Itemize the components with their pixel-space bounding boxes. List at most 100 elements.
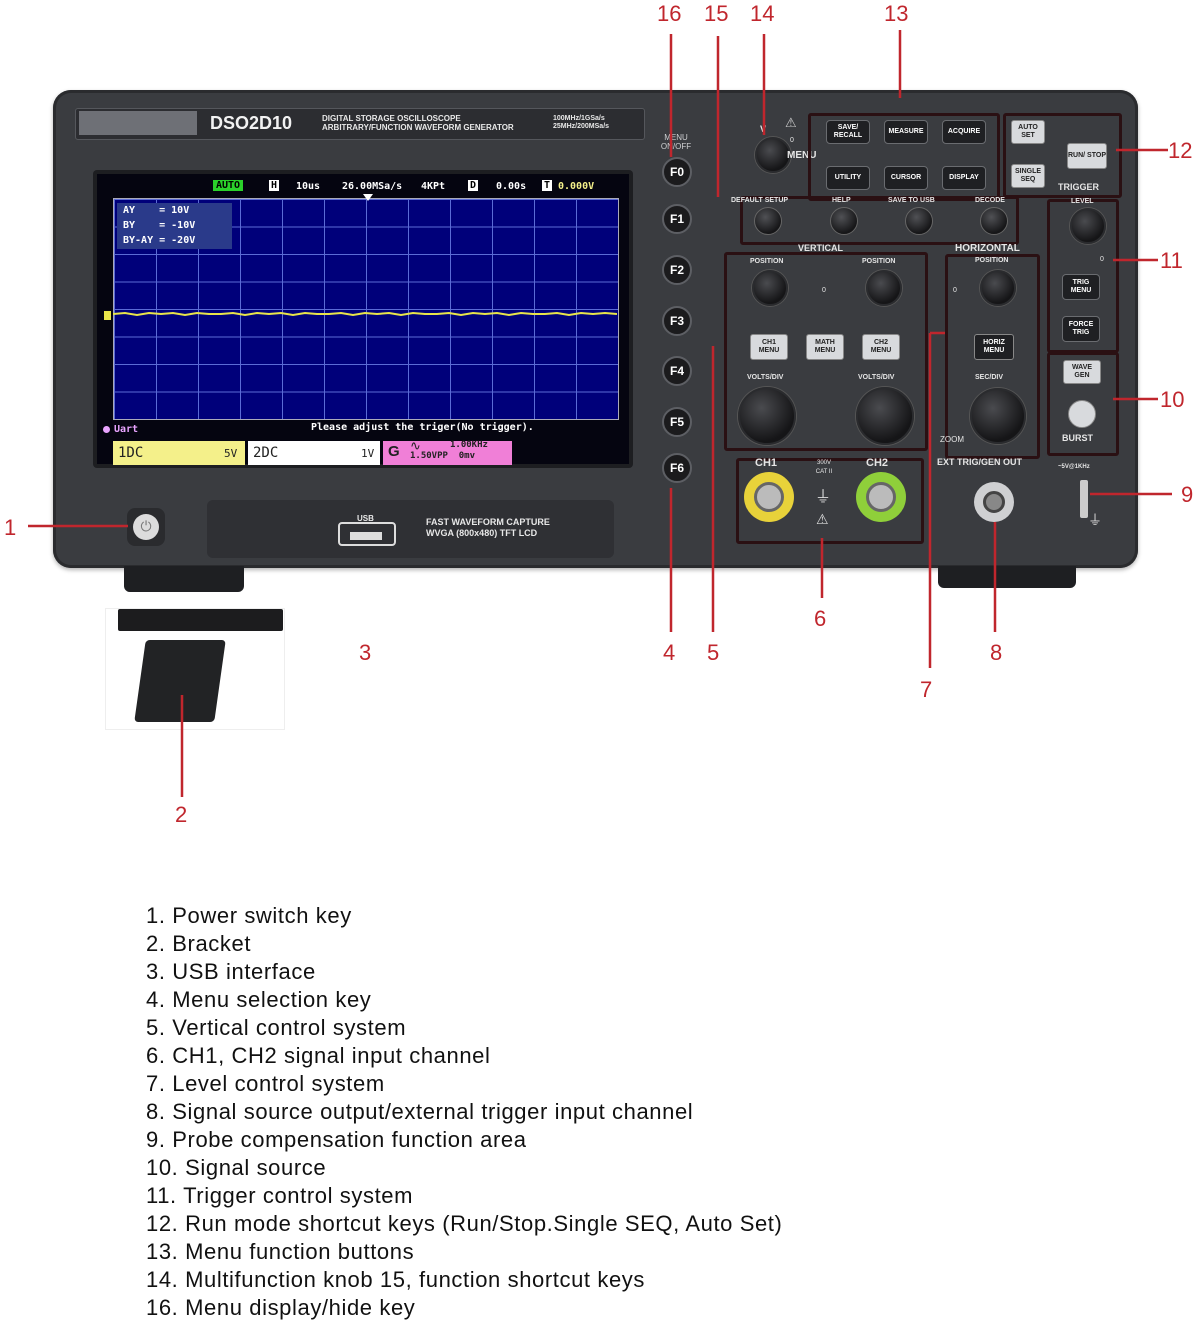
math-menu-button[interactable]: MATH MENU [806,334,844,360]
utility-button[interactable]: UTILITY [826,166,870,190]
level-label: LEVEL [1071,198,1094,205]
callout-4: 4 [663,640,676,665]
run-mode-keys-group [1003,113,1122,198]
decode-button[interactable] [980,207,1008,235]
f6-button[interactable]: F6 [662,453,692,483]
bracket-top [118,609,283,631]
legend-item: 7. Level control system [146,1071,385,1096]
default-setup-label: DEFAULT SETUP [731,197,789,204]
f5-button[interactable]: F5 [662,407,692,437]
t-marker: T [542,180,553,191]
help-label: HELP [832,197,851,204]
legend-item: 12. Run mode shortcut keys (Run/Stop.Sin… [146,1211,783,1236]
status-message: Please adjust the triger(No trigger). [311,422,534,433]
callout-14: 14 [750,1,775,26]
ext-trig-bnc-inner [983,491,1005,513]
ch2-position-knob[interactable] [866,270,902,306]
d-marker: D [468,180,479,191]
usb-port[interactable] [338,522,396,546]
ch2-volts-div-knob[interactable] [856,387,914,445]
mode-badge: AUTO [213,180,244,191]
logo-placeholder [79,111,197,135]
power-button[interactable]: ⏻ [127,508,165,546]
acquire-button[interactable]: ACQUIRE [942,120,986,144]
horiz-menu-button[interactable]: HORIZ MENU [974,334,1014,360]
trigger-control-group [1047,199,1119,353]
f1-button[interactable]: F1 [662,204,692,234]
trigger-level: 0.000V [558,181,595,192]
zoom-label: ZOOM [940,435,964,444]
run-stop-button[interactable]: RUN/ STOP [1067,143,1107,169]
ch2-status-label: 2DC [253,445,279,461]
ch1-position-knob[interactable] [752,270,788,306]
callout-13: 13 [884,1,909,26]
callout-5: 5 [707,640,720,665]
sec-div-knob[interactable] [970,388,1026,444]
cursor-readout-box [117,203,232,249]
generator-status-box [383,441,512,465]
ch2-bnc-input[interactable] [856,472,906,522]
ch2-menu-button[interactable]: CH2 MENU [862,334,900,360]
save-usb-button[interactable] [905,207,933,235]
ch1-bnc-inner [754,482,784,512]
f3-button[interactable]: F3 [662,306,692,336]
single-seq-button[interactable]: SINGLE SEQ [1011,164,1045,188]
auto-set-button[interactable]: AUTO SET [1011,120,1045,144]
generator-amplitude: 1.50VPP 0mv [410,451,476,461]
horizontal-position-knob[interactable] [980,270,1016,306]
force-trig-button[interactable]: FORCE TRIG [1062,316,1100,342]
callout-10: 10 [1160,387,1185,412]
trig-menu-button[interactable]: TRIG MENU [1062,274,1100,300]
cursor-button[interactable]: CURSOR [884,166,928,190]
legend-item: 16. Menu display/hide key [146,1295,416,1320]
legend-item: 2. Bracket [146,931,252,956]
legend-item: 8. Signal source output/external trigger… [146,1099,694,1124]
callout-16: 16 [657,1,682,26]
trigger-label: TRIGGER [1058,182,1100,192]
legend-item: 10. Signal source [146,1155,327,1180]
level-knob[interactable] [1070,208,1106,244]
callout-15: 15 [704,1,729,26]
legend-item: 13. Menu function buttons [146,1239,415,1264]
delay: 0.00s [496,181,527,192]
legend-item: 14. Multifunction knob 15, function shor… [146,1267,645,1292]
signal-input-group [736,458,924,544]
timebase: 10us [296,181,321,192]
probe-comp-label: ~5V@1KHz [1058,464,1090,470]
warning-icon: ⚠ [785,116,797,131]
ch2-status-scale: 1V [361,447,375,460]
legend-item: 1. Power switch key [146,903,352,928]
legend-item: 6. CH1, CH2 signal input channel [146,1043,491,1068]
sine-wave-icon: ∿ [410,439,421,454]
probe-comp-terminal[interactable] [1080,480,1088,518]
decode-label: Uart [114,424,139,435]
measure-button[interactable]: MEASURE [884,120,928,144]
legend-item: 5. Vertical control system [146,1015,407,1040]
display-button[interactable]: DISPLAY [942,166,986,190]
help-button[interactable] [830,207,858,235]
legend-item: 3. USB interface [146,959,316,984]
f2-button[interactable]: F2 [662,255,692,285]
multifunction-menu-label: MENU [787,150,817,161]
signal-source-group [1047,352,1119,456]
f4-button[interactable]: F4 [662,356,692,386]
save-recall-button[interactable]: SAVE/ RECALL [826,120,870,144]
sec-div-label: SEC/DIV [975,374,1004,381]
legend-item: 4. Menu selection key [146,987,372,1012]
generator-label: G [388,443,400,460]
ch1-volts-div-knob[interactable] [738,387,796,445]
wave-gen-button[interactable]: WAVE GEN [1063,360,1101,384]
decode-key-label: DECODE [975,197,1005,204]
cat-rating-label: 300V CAT II [815,460,833,475]
ch1-menu-button[interactable]: CH1 MENU [750,334,788,360]
callout-9: 9 [1181,482,1194,507]
f0-menu-button[interactable]: F0 [662,157,692,187]
multifunction-knob[interactable] [755,137,791,173]
burst-button[interactable] [1068,400,1096,428]
ch1-bnc-input[interactable] [744,472,794,522]
ext-trig-bnc[interactable] [974,482,1014,522]
cursor-diff: BY-AY = -20V [123,235,196,246]
default-setup-button[interactable] [754,207,782,235]
vertical-label: VERTICAL [798,243,843,253]
ch2-volts-div-label: VOLTS/DIV [858,374,895,381]
